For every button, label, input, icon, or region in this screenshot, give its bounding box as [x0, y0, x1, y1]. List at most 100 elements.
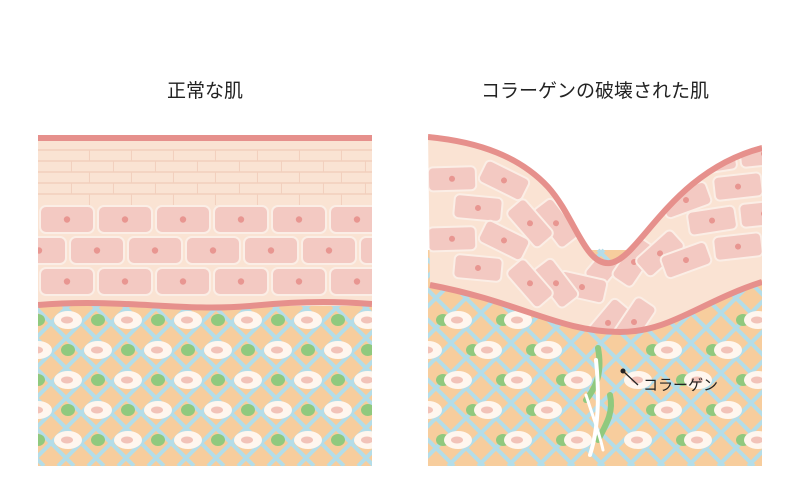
fibroblast-nucleus — [361, 436, 372, 444]
epidermal-cell — [329, 205, 372, 234]
fibroblast-nucleus — [61, 436, 73, 444]
fibroblast-nucleus — [481, 406, 493, 414]
epidermal-cell-group — [477, 159, 531, 202]
collagen-callout: コラーゲン — [620, 368, 718, 394]
fibroblast-cell — [38, 401, 52, 419]
elastin-node — [91, 314, 105, 326]
collagen-fiber — [38, 298, 136, 399]
cell-nucleus — [267, 247, 275, 254]
collagen-fiber — [38, 427, 76, 466]
fibroblast-nucleus — [751, 376, 762, 384]
fibroblast-nucleus — [571, 436, 583, 444]
elastin-nodes — [38, 314, 372, 446]
epidermal-cell-group — [738, 198, 762, 229]
fibroblast-nucleus — [661, 406, 673, 414]
cell-nucleus — [325, 247, 333, 254]
fibroblast-nucleus — [691, 436, 703, 444]
fibroblast-nucleus — [451, 436, 463, 444]
fibroblast-nucleus — [331, 346, 343, 354]
cell-nucleus — [209, 247, 217, 254]
elastin-node — [361, 404, 372, 416]
fibroblast-nucleus — [61, 316, 73, 324]
fibroblast-nucleus — [181, 316, 193, 324]
cell-nucleus — [735, 243, 741, 250]
fibroblast-nucleus — [571, 376, 583, 384]
cell-nucleus — [237, 216, 245, 223]
cell-nucleus — [657, 250, 663, 257]
fibroblast-nucleus — [121, 376, 133, 384]
cell-nucleus — [63, 278, 71, 285]
callout-leader-line — [623, 371, 639, 386]
skin-surface-line — [38, 135, 372, 141]
cell-nucleus — [631, 319, 637, 326]
collagen-fiber — [38, 298, 76, 339]
fibroblast-nucleus — [121, 316, 133, 324]
fibroblast-nucleus — [121, 436, 133, 444]
collagen-fiber — [0, 300, 14, 466]
fibroblast-nucleus — [241, 316, 253, 324]
cell-nucleus — [553, 220, 559, 227]
fibroblast-nucleus — [151, 406, 163, 414]
fibroblast-nucleus — [511, 316, 523, 324]
cell-nucleus — [709, 157, 715, 164]
fibroblast-nucleus — [721, 346, 733, 354]
epidermal-cell-group — [712, 171, 762, 202]
cell-nucleus — [179, 216, 187, 223]
cell-nucleus — [449, 175, 455, 182]
epidermal-cell-group — [428, 225, 478, 253]
elastin-node — [301, 404, 315, 416]
collagen-fiber — [778, 250, 800, 466]
elastin-node — [331, 374, 345, 386]
collagen-fiber — [296, 389, 372, 466]
cell-nucleus — [63, 216, 71, 223]
fibroblast-nucleus — [211, 406, 223, 414]
elastin-node — [38, 314, 45, 326]
cell-nucleus — [657, 190, 663, 197]
epidermal-cell-group — [477, 219, 531, 262]
fibroblast-nucleus — [661, 346, 673, 354]
cell-nucleus — [475, 204, 481, 211]
elastin-node — [271, 374, 285, 386]
elastin-node — [211, 314, 225, 326]
fibroblast-nucleus — [451, 316, 463, 324]
cell-nucleus — [501, 177, 507, 184]
wrinkle-crease — [584, 393, 605, 452]
epidermal-cell-group — [659, 240, 713, 280]
basement-membrane — [429, 279, 762, 336]
cell-nucleus — [179, 278, 187, 285]
elastin-node — [91, 434, 105, 446]
normal-skin-title: 正常な肌 — [166, 80, 243, 102]
fibroblast-nucleus — [301, 376, 313, 384]
elastin-node — [331, 314, 345, 326]
cell-nucleus — [295, 278, 303, 285]
cell-nucleus — [709, 217, 715, 224]
fibroblast-nucleus — [511, 436, 523, 444]
elastin-node — [241, 404, 255, 416]
fibroblast-nucleus — [38, 346, 43, 354]
elastin-node — [241, 344, 255, 356]
cell-nucleus — [683, 197, 689, 204]
cell-nucleus — [38, 247, 43, 254]
elastin-node — [301, 344, 315, 356]
fibroblast-nucleus — [631, 436, 643, 444]
collagen-fiber — [38, 298, 106, 369]
fibroblast-nucleus — [541, 346, 553, 354]
fibroblast-nucleus — [181, 436, 193, 444]
fibroblast-cell — [38, 341, 52, 359]
cell-nucleus — [475, 264, 481, 271]
cell-nucleus — [501, 237, 507, 244]
collagen-fiber — [686, 389, 762, 466]
fibroblast-nucleus — [241, 376, 253, 384]
elastin-node — [271, 434, 285, 446]
collagen-fiber — [38, 457, 46, 466]
elastin-node — [121, 404, 135, 416]
fibroblast-nucleus — [691, 376, 703, 384]
fibroblast-nucleus — [38, 406, 43, 414]
fibroblast-nucleus — [91, 406, 103, 414]
fibroblast-cells — [38, 311, 372, 449]
fibroblast-nucleus — [181, 376, 193, 384]
cell-nucleus — [353, 278, 361, 285]
elastin-node — [331, 434, 345, 446]
fibroblast-cells — [428, 311, 762, 449]
elastin-node — [181, 344, 195, 356]
